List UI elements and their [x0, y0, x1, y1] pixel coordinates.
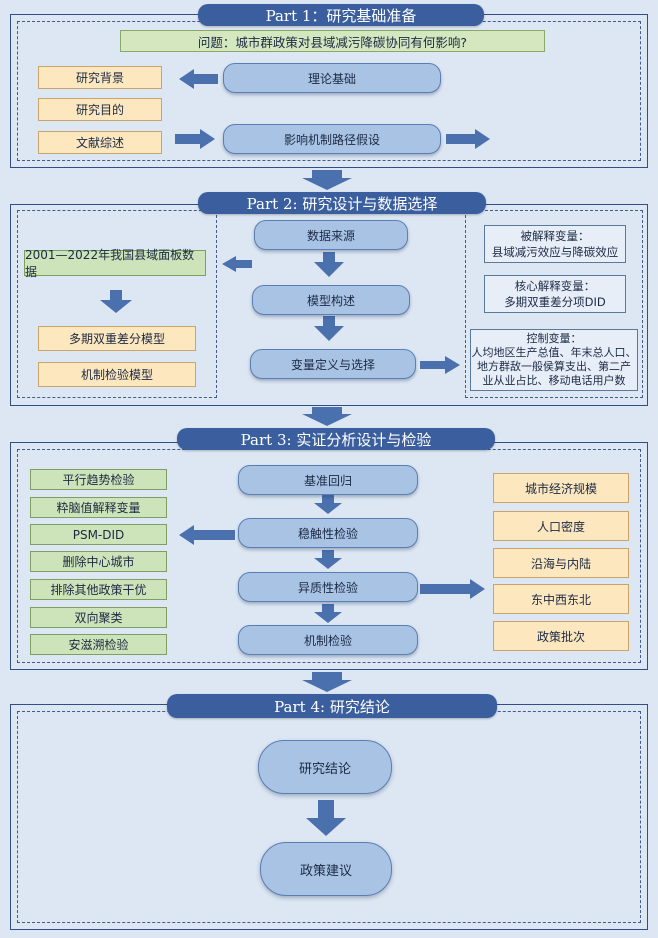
hetero-population-density: 人口密度	[493, 511, 629, 541]
arrow-down-icon	[302, 672, 352, 692]
part2-title: Part 2: 研究设计与数据选择	[198, 192, 486, 214]
arrow-left-icon	[179, 525, 235, 545]
arrow-down-icon	[314, 495, 342, 514]
step-variable-def: 变量定义与选择	[250, 349, 416, 379]
part2-right-frame	[465, 210, 643, 398]
control-variable-label: 控制变量：	[526, 332, 582, 345]
dependent-variable-label: 被解释变量：	[520, 229, 590, 243]
robust-placebo: 安滋溯检验	[30, 634, 167, 655]
hetero-region: 东中西东北	[493, 584, 629, 614]
arrow-down-icon	[100, 290, 132, 313]
left-item-literature: 文献综述	[38, 131, 162, 154]
arrow-down-icon	[314, 316, 344, 341]
research-conclusion: 研究结论	[258, 740, 392, 794]
arrow-left-icon	[179, 69, 218, 89]
hetero-coastal-inland: 沿海与内陆	[493, 548, 629, 578]
hetero-policy-batch: 政策批次	[493, 621, 629, 651]
robust-parallel-trend: 平行趋势检验	[30, 469, 167, 490]
arrow-right-icon	[420, 579, 485, 599]
robust-remove-central: 删除中心城市	[30, 551, 167, 572]
arrow-down-icon	[314, 604, 342, 623]
control-variable-line: 地方群敌一般侯算支出、第二产	[477, 360, 631, 373]
part4-title: Part 4: 研究结论	[167, 694, 497, 718]
arrow-down-icon	[314, 252, 344, 277]
dependent-variable-text: 县域减污效应与降碳效应	[491, 245, 619, 259]
step-baseline: 基准回归	[238, 465, 418, 495]
core-variable-text: 多期双重差分项DID	[504, 295, 606, 309]
robust-replace-variable: 粋脑值解释变量	[30, 497, 167, 518]
step-heterogeneity: 异质性检验	[238, 572, 418, 602]
model-did: 多期双重差分模型	[38, 326, 196, 351]
step-data-source: 数据来源	[254, 220, 408, 250]
mechanism-hypothesis: 影响机制路径假设	[223, 124, 441, 154]
part1-title: Part 1：研究基础准备	[198, 4, 484, 26]
arrow-down-icon	[314, 550, 342, 569]
arrow-right-icon	[446, 129, 490, 149]
robust-two-way-cluster: 双向聚类	[30, 607, 167, 628]
arrow-right-icon	[420, 356, 460, 374]
part2-left-frame	[17, 210, 217, 398]
core-variable-label: 核心解释变量：	[514, 279, 596, 293]
step-mechanism: 机制检验	[238, 625, 418, 655]
data-source-box: 2001—2022年我国县域面板数据	[24, 248, 206, 279]
part3-title: Part 3: 实证分析设计与检验	[177, 428, 495, 450]
dependent-variable-box: 被解释变量： 县域减污效应与降碳效应	[484, 225, 626, 263]
arrow-left-icon	[222, 256, 252, 272]
left-item-purpose: 研究目的	[38, 98, 162, 121]
core-variable-box: 核心解释变量： 多期双重差分项DID	[484, 275, 626, 313]
left-item-background: 研究背景	[38, 66, 162, 89]
theory-basis: 理论基础	[223, 63, 441, 93]
research-question: 问题：城市群政策对县域减污降碳协同有何影响?	[120, 30, 545, 52]
arrow-down-icon	[302, 170, 352, 190]
arrow-down-icon	[302, 407, 352, 426]
policy-suggestion: 政策建议	[260, 842, 392, 896]
arrow-down-icon	[306, 800, 346, 836]
hetero-economic-scale: 城市经济规模	[493, 473, 629, 503]
robust-exclude-policy: 排除其他政策干优	[30, 579, 167, 600]
step-robustness: 稳触性检验	[238, 518, 418, 548]
robust-psm-did: PSM-DID	[30, 524, 167, 545]
control-variable-line: 业从业占比、移动电话用户数	[482, 374, 626, 387]
step-model-build: 模型构述	[252, 285, 410, 315]
control-variable-box: 控制变量： 人均地区生产总值、年末总人口、 地方群敌一般侯算支出、第二产 业从业…	[470, 329, 638, 391]
arrow-right-icon	[175, 129, 215, 149]
model-mechanism: 机制检验模型	[38, 362, 196, 387]
control-variable-line: 人均地区生产总值、年末总人口、	[471, 346, 637, 359]
